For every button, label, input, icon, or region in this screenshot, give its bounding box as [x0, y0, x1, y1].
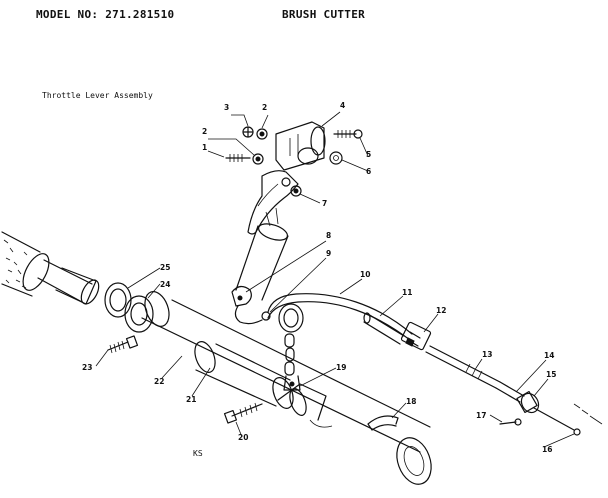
callout-12: 12 [436, 306, 446, 315]
callout-1: 1 [202, 143, 207, 152]
washer-part-2-upper [256, 128, 268, 140]
handle-stub [37, 259, 100, 305]
model-number-label: MODEL NO: 271.281510 [36, 8, 175, 21]
assembly-subtitle: Throttle Lever Assembly [42, 91, 153, 100]
callout-11: 11 [402, 288, 412, 297]
ring-part-25 [104, 282, 132, 318]
callout-2-upper: 2 [262, 103, 267, 112]
callout-18: 18 [406, 397, 416, 406]
callout-20: 20 [238, 433, 248, 442]
bolt-part-23 [107, 335, 139, 354]
callout-3: 3 [224, 103, 229, 112]
callout-5: 5 [366, 150, 371, 159]
callout-21: 21 [186, 395, 196, 404]
callout-2-lower: 2 [202, 127, 207, 136]
callout-14: 14 [544, 351, 554, 360]
screw-part-5 [333, 129, 363, 139]
nut-part-6 [329, 151, 343, 165]
clamp-screw-part-9 [234, 305, 271, 325]
drive-tube [141, 291, 432, 485]
screw-part-1 [225, 154, 251, 162]
strap-chain [278, 303, 304, 391]
callout-16: 16 [542, 445, 552, 454]
callout-numbers: 3 2 4 2 1 5 6 7 8 9 10 11 12 13 14 15 16… [82, 101, 556, 454]
screw-part-3 [242, 126, 254, 138]
clamp-part-24 [124, 295, 154, 333]
cable-housing-part-13 [425, 345, 501, 389]
handle-grip [1, 231, 50, 297]
screw-part-17 [499, 418, 522, 426]
callout-19: 19 [336, 363, 346, 372]
callout-10: 10 [360, 270, 370, 279]
callout-24: 24 [160, 280, 170, 289]
callout-15: 15 [546, 370, 556, 379]
cable-end-part-14 [495, 381, 525, 403]
inner-wire-part-16 [533, 403, 603, 436]
washer-part-2-lower [252, 153, 264, 165]
cable-boot-part-11 [363, 312, 405, 345]
throttle-handle-sleeve [235, 207, 289, 301]
cable-clamp-part-12 [400, 321, 432, 351]
callout-9: 9 [326, 249, 331, 258]
callout-13: 13 [482, 350, 492, 359]
throttle-cable-part-10 [267, 293, 413, 341]
callout-6: 6 [366, 167, 371, 176]
half-clamp-part-18 [367, 415, 399, 431]
throttle-trigger [247, 170, 299, 235]
bolt-part-20 [223, 402, 263, 424]
throttle-housing-part-4 [275, 121, 326, 171]
lever-spring-part-7 [290, 185, 302, 197]
callout-23: 23 [82, 363, 92, 372]
callout-leaders [95, 111, 575, 448]
page-code: KS [193, 449, 203, 458]
diagram-title: BRUSH CUTTER [282, 8, 366, 21]
callout-8: 8 [326, 231, 331, 240]
callout-4: 4 [340, 101, 345, 110]
callout-25: 25 [160, 263, 170, 272]
handle-clamp-part-8 [231, 285, 252, 307]
cable-nut-part-15 [516, 390, 540, 414]
callout-7: 7 [322, 199, 327, 208]
tube-clamp-part-19 [277, 383, 327, 421]
callout-22: 22 [154, 377, 164, 386]
callout-17: 17 [476, 411, 486, 420]
